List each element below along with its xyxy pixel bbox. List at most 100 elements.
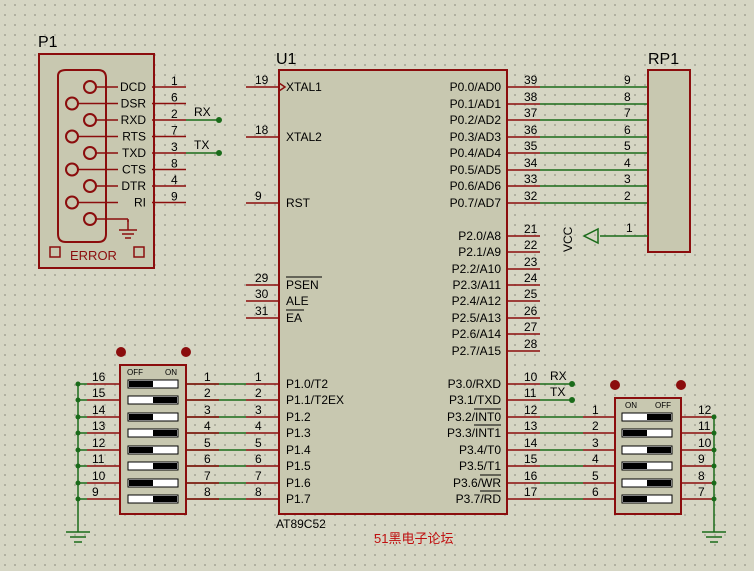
u1-pin-num: 24	[524, 271, 538, 285]
switch-knob	[153, 430, 177, 436]
p1-rx-net: RX	[186, 105, 222, 123]
u1-pin-num: 29	[255, 271, 269, 285]
dsw-left-pin-num: 7	[204, 469, 211, 483]
u1-pin-name: P3.3/INT1	[447, 426, 501, 440]
u1-pin-num: 34	[524, 156, 538, 170]
rp1-common-pin-num: 1	[626, 221, 633, 235]
u1-pin-name: P0.1/AD1	[450, 97, 502, 111]
u1-pin-name: P2.3/A11	[453, 278, 502, 292]
u1-pin-name: P0.6/AD6	[450, 179, 502, 193]
dsw-left-pin-num: 11	[92, 452, 105, 466]
p1-pin-num: 6	[171, 91, 178, 105]
u1-pin-num: 16	[524, 469, 538, 483]
u1-pin-num: 13	[524, 419, 538, 433]
u1-pin-name: XTAL2	[286, 130, 322, 144]
dsw-right-pin-num: 4	[592, 452, 599, 466]
rp1-pin-num: 2	[624, 189, 631, 203]
u1-part-label: AT89C52	[276, 517, 326, 531]
clock-input-icon	[278, 82, 287, 92]
p1-pin-name: RXD	[121, 113, 147, 127]
u1-pin-num: 8	[255, 485, 262, 499]
p1-pin-name: DSR	[121, 97, 147, 111]
dsw-right-on-label: ON	[625, 401, 637, 410]
ground-symbol-left	[66, 531, 90, 543]
switch-knob	[129, 414, 153, 420]
p1-pin-num: 7	[171, 124, 178, 138]
u1-pin-num: 38	[524, 90, 538, 104]
dsw-right-pin-num: 7	[698, 485, 705, 499]
switch-knob	[623, 430, 647, 436]
u1-pin-num: 21	[524, 222, 538, 236]
u1-pin-num: 3	[255, 403, 262, 417]
u1-body	[278, 69, 508, 515]
p1-ref: P1	[38, 34, 58, 51]
p1-net-rx-label: RX	[194, 105, 211, 119]
u1-pin-num: 35	[524, 139, 538, 153]
rp1-body	[647, 69, 691, 253]
p1-pin-name: CTS	[122, 163, 146, 177]
u1-pin-num: 32	[524, 189, 538, 203]
u1-pin-name: P1.0/T2	[286, 377, 328, 391]
u1-pin-name: ALE	[286, 294, 309, 308]
rp1-pin-num: 9	[624, 73, 631, 87]
dsw-left-pin-num: 12	[92, 436, 106, 450]
dsw-left-pin-num: 6	[204, 452, 211, 466]
u1-pin-num: 5	[255, 436, 262, 450]
dsw-right-pin-num: 3	[592, 436, 599, 450]
switch-knob	[623, 496, 647, 502]
u1-pin-num: 1	[255, 370, 262, 384]
u1-pin-num: 37	[524, 106, 538, 120]
dsw-right-pin-num: 5	[592, 469, 599, 483]
dsw-right-pin-num: 9	[698, 452, 705, 466]
switch-knob	[153, 463, 177, 469]
u1-pin-num: 4	[255, 419, 262, 433]
u1-pin-num: 27	[524, 320, 538, 334]
p1-pin-num: 1	[171, 74, 178, 88]
u1-ref: U1	[276, 51, 297, 68]
u1-pin-name: P3.4/T0	[459, 443, 501, 457]
u1-pin-name: P1.6	[286, 476, 311, 490]
rp1-ref: RP1	[648, 51, 679, 68]
rp1-pin-num: 4	[624, 156, 631, 170]
rp1-pin-num: 8	[624, 90, 631, 104]
p1-pin-num: 3	[171, 140, 178, 154]
p1-net-tx-label: TX	[194, 138, 209, 152]
u1-pin-name: P0.0/AD0	[450, 80, 502, 94]
u1-pin-num: 23	[524, 255, 538, 269]
dsw-right-pin-num: 2	[592, 419, 599, 433]
p1-pin-num: 4	[171, 173, 178, 187]
dsw-left-switch[interactable]: 11 6	[75, 452, 220, 471]
u1-pin-num: 31	[255, 304, 269, 318]
